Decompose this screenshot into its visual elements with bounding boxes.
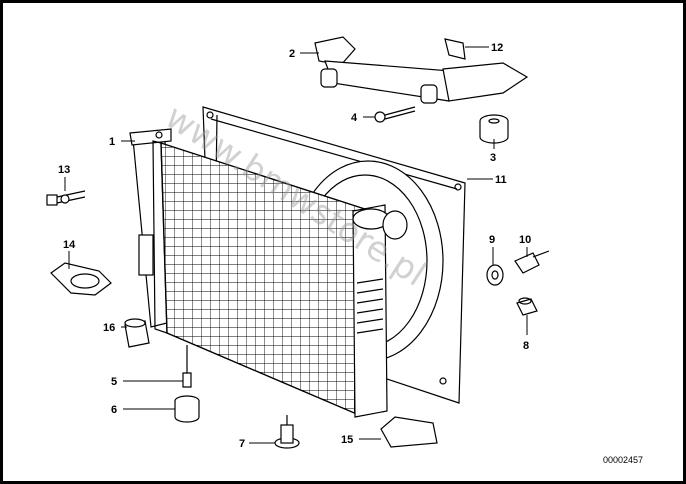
callout-4: 4 [351, 112, 358, 124]
washer [486, 264, 504, 286]
radiator-exploded-diagram: www.bmwstore.pl 1 2 3 4 5 6 7 8 9 10 11 … [46, 36, 643, 465]
callout-2: 2 [289, 48, 295, 60]
callout-13: 13 [58, 164, 70, 176]
rubber-bush [124, 318, 150, 348]
grommet [174, 395, 200, 423]
callout-12: 12 [491, 42, 503, 54]
callout-6: 6 [111, 404, 117, 416]
callout-14: 14 [63, 239, 76, 251]
callout-15: 15 [341, 434, 353, 446]
callout-3: 3 [490, 152, 496, 164]
clip [444, 38, 466, 60]
callout-8: 8 [523, 340, 529, 352]
drain-bolt [46, 190, 86, 206]
callout-10: 10 [519, 234, 531, 246]
callout-7: 7 [239, 438, 245, 450]
leader-lines [64, 46, 528, 444]
drain-plug [274, 415, 300, 449]
callout-11: 11 [495, 174, 507, 186]
screw [374, 106, 416, 123]
radiator [129, 128, 408, 418]
drawing-code: 00002457 [603, 455, 643, 465]
callout-16: 16 [103, 322, 115, 334]
temperature-switch [514, 250, 550, 274]
rubber-mount [479, 114, 509, 144]
callouts: 1 2 3 4 5 6 7 8 9 10 11 12 13 14 15 16 [58, 42, 531, 450]
sensor [516, 297, 538, 316]
callout-5: 5 [111, 376, 117, 388]
mounting-bracket [314, 36, 529, 104]
pad [380, 416, 438, 448]
callout-1: 1 [109, 136, 115, 148]
callout-9: 9 [489, 234, 495, 246]
pin [182, 345, 192, 388]
support-bracket [50, 262, 112, 296]
